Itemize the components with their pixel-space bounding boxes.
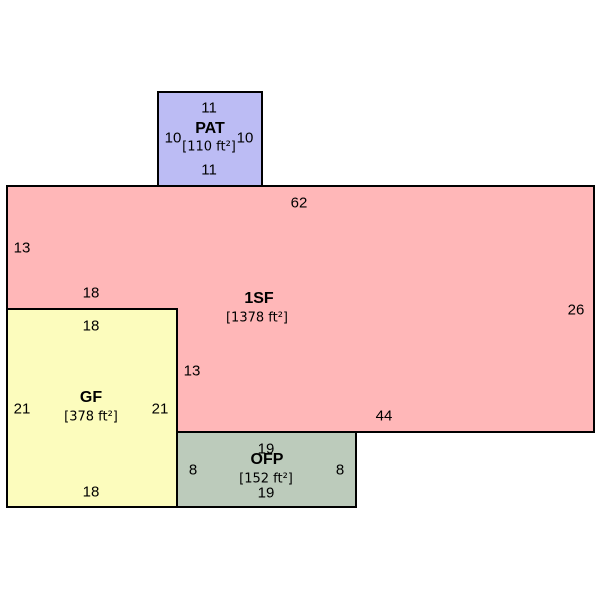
first-floor-inner-side-dimension: 13 <box>183 362 201 380</box>
garage-area <box>6 308 178 508</box>
porch-area-value: [152 ft²] <box>239 471 293 487</box>
first-floor-inner-top-dimension: 18 <box>82 284 100 302</box>
porch-left-dimension: 8 <box>188 461 198 479</box>
patio-area <box>157 91 263 187</box>
pat-right-dimension: 10 <box>236 129 254 147</box>
open-porch-area <box>176 431 357 508</box>
pat-bottom-dimension: 11 <box>201 161 217 179</box>
first-floor-area-value: [1378 ft²] <box>225 310 289 326</box>
pat-label: PAT <box>195 120 225 137</box>
pat-area-value: [110 ft²] <box>182 139 236 155</box>
pat-left-dimension: 10 <box>164 129 182 147</box>
porch-right-dimension: 8 <box>335 461 345 479</box>
porch-top-dimension: 19 <box>257 440 275 458</box>
porch-bottom-dimension: 19 <box>257 484 275 502</box>
first-floor-label: 1SF <box>244 290 274 307</box>
first-floor-bottom-dimension: 44 <box>375 407 393 425</box>
garage-left-dimension: 21 <box>13 400 31 418</box>
pat-top-dimension: 11 <box>201 99 217 117</box>
first-floor-left-dimension: 13 <box>13 239 31 257</box>
garage-area-value: [378 ft²] <box>64 409 118 425</box>
first-floor-right-dimension: 26 <box>567 301 585 319</box>
porch-label: OFP <box>250 451 284 468</box>
garage-bottom-dimension: 18 <box>82 483 100 501</box>
first-floor-top-dimension: 62 <box>290 194 308 212</box>
garage-top-dimension: 18 <box>82 317 100 335</box>
garage-label: GF <box>79 389 103 406</box>
garage-right-dimension: 21 <box>151 400 169 418</box>
